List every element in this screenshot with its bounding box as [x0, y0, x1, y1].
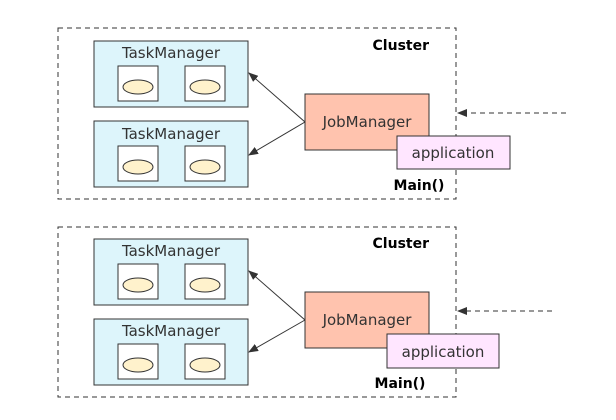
jobmanager-to-taskmanager-1-arrow	[248, 270, 306, 321]
slot-disk-icon	[189, 277, 221, 293]
cluster-2-label: Cluster	[373, 236, 430, 252]
taskmanager-label: TaskManager	[121, 322, 221, 340]
cluster-2-boundary	[57, 226, 457, 398]
cluster-2-taskmanager-2: TaskManager	[93, 318, 249, 386]
cluster-1-boundary	[57, 27, 457, 200]
cluster-2: Cluster TaskManager TaskManager JobManag…	[57, 226, 552, 398]
main-label: Main()	[375, 376, 426, 392]
cluster-1-taskmanager-1: TaskManager	[93, 40, 249, 108]
slot-disk-icon	[189, 159, 221, 175]
slot-disk-icon	[122, 277, 154, 293]
slot-disk-icon	[122, 159, 154, 175]
taskmanager-label: TaskManager	[121, 125, 221, 143]
application-label: application	[402, 343, 485, 361]
jobmanager-to-taskmanager-2-arrow	[248, 121, 306, 156]
main-label: Main()	[394, 178, 445, 194]
taskmanager-label: TaskManager	[121, 44, 221, 62]
application-label: application	[412, 144, 495, 162]
jobmanager-label: JobManager	[322, 311, 413, 329]
cluster-1-label: Cluster	[373, 38, 430, 54]
application-box	[396, 135, 511, 170]
slot-disk-icon	[122, 357, 154, 373]
jobmanager-to-taskmanager-2-arrow	[248, 319, 306, 353]
application-box	[386, 333, 500, 369]
cluster-2-taskmanager-1: TaskManager	[93, 238, 249, 306]
slot-disk-icon	[189, 79, 221, 95]
slot-disk-icon	[189, 357, 221, 373]
taskmanager-label: TaskManager	[121, 242, 221, 260]
jobmanager-label: JobManager	[322, 113, 413, 131]
slot-disk-icon	[122, 79, 154, 95]
cluster-1-taskmanager-2: TaskManager	[93, 120, 249, 188]
jobmanager-to-taskmanager-1-arrow	[248, 72, 306, 123]
cluster-1: Cluster TaskManager TaskManager JobManag…	[57, 27, 566, 200]
